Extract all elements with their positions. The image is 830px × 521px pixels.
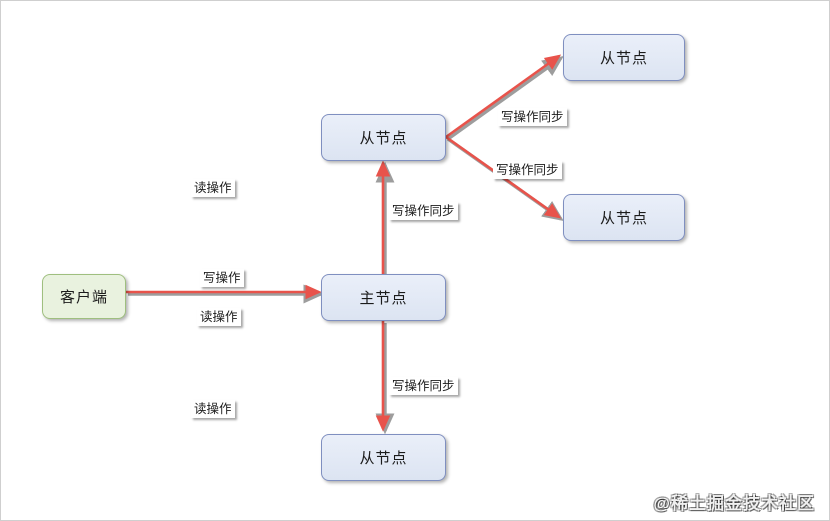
- node-client[interactable]: 客户端: [42, 274, 126, 319]
- edge-label-sync-down: 写操作同步: [389, 377, 458, 395]
- node-slave-top-right[interactable]: 从节点: [563, 34, 685, 81]
- edge-label-read-upper: 读操作: [191, 179, 235, 197]
- edge-label-read-mid: 读操作: [197, 308, 241, 326]
- edge-lines: [126, 54, 562, 432]
- edge-label-sync-bottom-right: 写操作同步: [493, 161, 562, 179]
- node-slave-mid[interactable]: 从节点: [321, 114, 446, 161]
- watermark: @稀土掘金技术社区: [653, 494, 815, 513]
- edge-label-read-lower: 读操作: [191, 400, 235, 418]
- edge-label-sync-top-right: 写操作同步: [498, 108, 567, 126]
- node-master-label: 主节点: [359, 290, 408, 307]
- node-slave-mid-label: 从节点: [359, 130, 408, 147]
- node-slave-bottom-right[interactable]: 从节点: [563, 194, 685, 241]
- node-master[interactable]: 主节点: [321, 274, 446, 321]
- edge-label-sync-up: 写操作同步: [389, 202, 458, 220]
- node-slave-bottom-label: 从节点: [359, 450, 408, 467]
- node-slave-bottom-right-label: 从节点: [599, 210, 648, 227]
- edge-label-write-main: 写操作: [200, 269, 244, 287]
- node-client-label: 客户端: [59, 289, 108, 306]
- node-slave-top-right-label: 从节点: [599, 50, 648, 67]
- node-slave-bottom[interactable]: 从节点: [321, 434, 446, 481]
